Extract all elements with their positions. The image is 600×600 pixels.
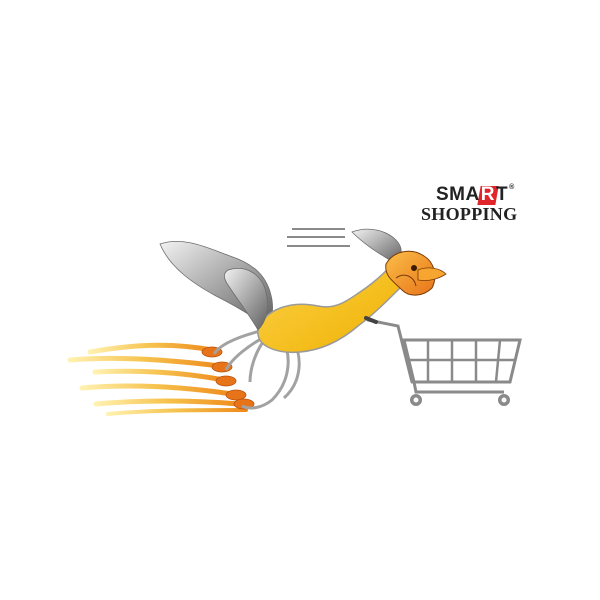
flame-trails bbox=[67, 342, 248, 416]
logo-tagline: SHOPPING bbox=[421, 204, 518, 224]
registered-mark: ® bbox=[509, 184, 515, 191]
logo-highlight-letter: R bbox=[480, 184, 495, 205]
logo-wordmark: SMART® bbox=[436, 184, 515, 206]
logo-word-end: T bbox=[495, 184, 509, 205]
rocket-bird-icon bbox=[385, 250, 447, 296]
speed-lines-icon bbox=[287, 228, 350, 247]
logo-word-start: SMA bbox=[436, 184, 480, 205]
brand-logo: SMART® SHOPPING bbox=[418, 184, 538, 228]
wing-front bbox=[224, 268, 268, 331]
bird-body bbox=[257, 254, 408, 354]
shopping-cart-icon bbox=[402, 338, 522, 406]
